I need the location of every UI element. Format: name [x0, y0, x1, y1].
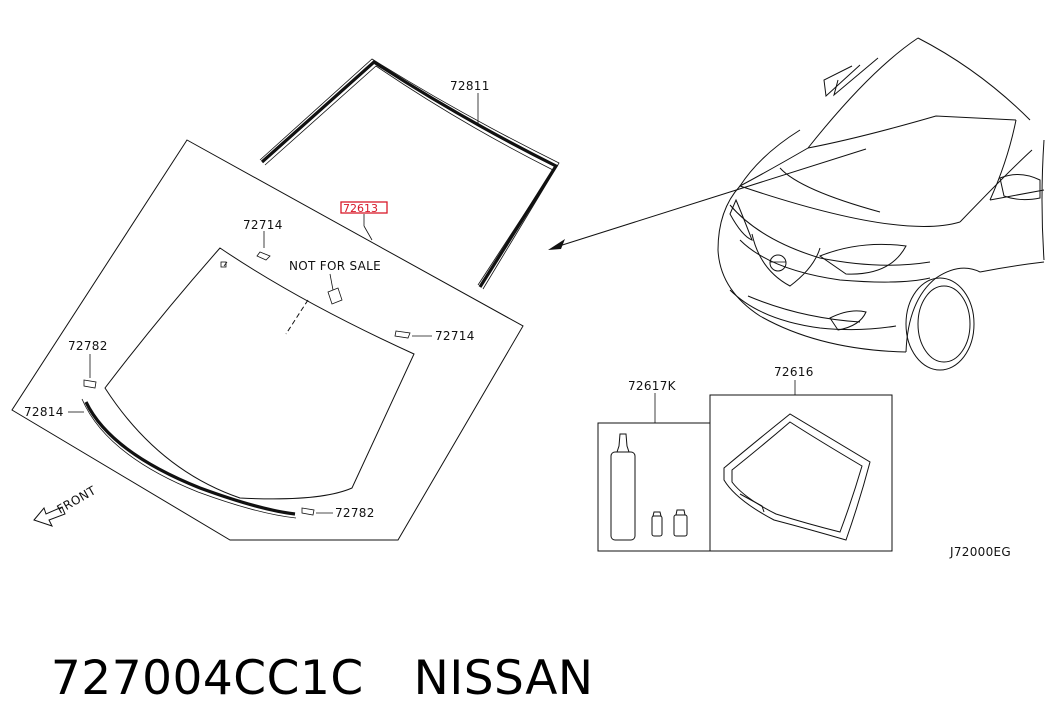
label-72714-b: 72714	[435, 329, 475, 343]
label-72814: 72814	[24, 405, 64, 419]
label-72811: 72811	[450, 79, 490, 93]
front-label: FRONT	[55, 483, 99, 517]
upper-molding	[259, 58, 560, 290]
leader-arrowhead	[548, 239, 565, 250]
clip-72782-b	[301, 507, 315, 516]
adhesive-kit-box	[597, 393, 711, 552]
label-72782-b: 72782	[335, 506, 375, 520]
not-for-sale: NOT FOR SALE	[289, 259, 381, 273]
highlight-box	[340, 201, 388, 214]
front-arrow-icon	[33, 506, 66, 527]
label-72613[interactable]: 72613	[343, 202, 378, 215]
brand-name: NISSAN	[413, 651, 594, 706]
lower-molding	[81, 398, 297, 519]
label-72714-a: 72714	[243, 218, 283, 232]
windshield-glass	[11, 139, 524, 541]
car-illustration	[717, 37, 1045, 371]
clip-72714-b	[394, 330, 411, 339]
dam-rubber-box	[709, 380, 893, 552]
part-number: 727004CC1C	[50, 651, 364, 706]
label-72617K: 72617K	[628, 379, 677, 393]
sensor-bracket	[285, 287, 343, 335]
footer: 727004CC1C NISSAN	[20, 596, 594, 706]
label-72782-a: 72782	[68, 339, 108, 353]
label-72616: 72616	[774, 365, 814, 379]
diagram-code: J72000EG	[949, 545, 1011, 559]
clip-72714-a	[256, 251, 271, 261]
clip-72782-a	[83, 379, 97, 389]
parts-diagram: 72811 72613 72714 NOT FOR SALE 72714 727…	[11, 37, 1045, 559]
